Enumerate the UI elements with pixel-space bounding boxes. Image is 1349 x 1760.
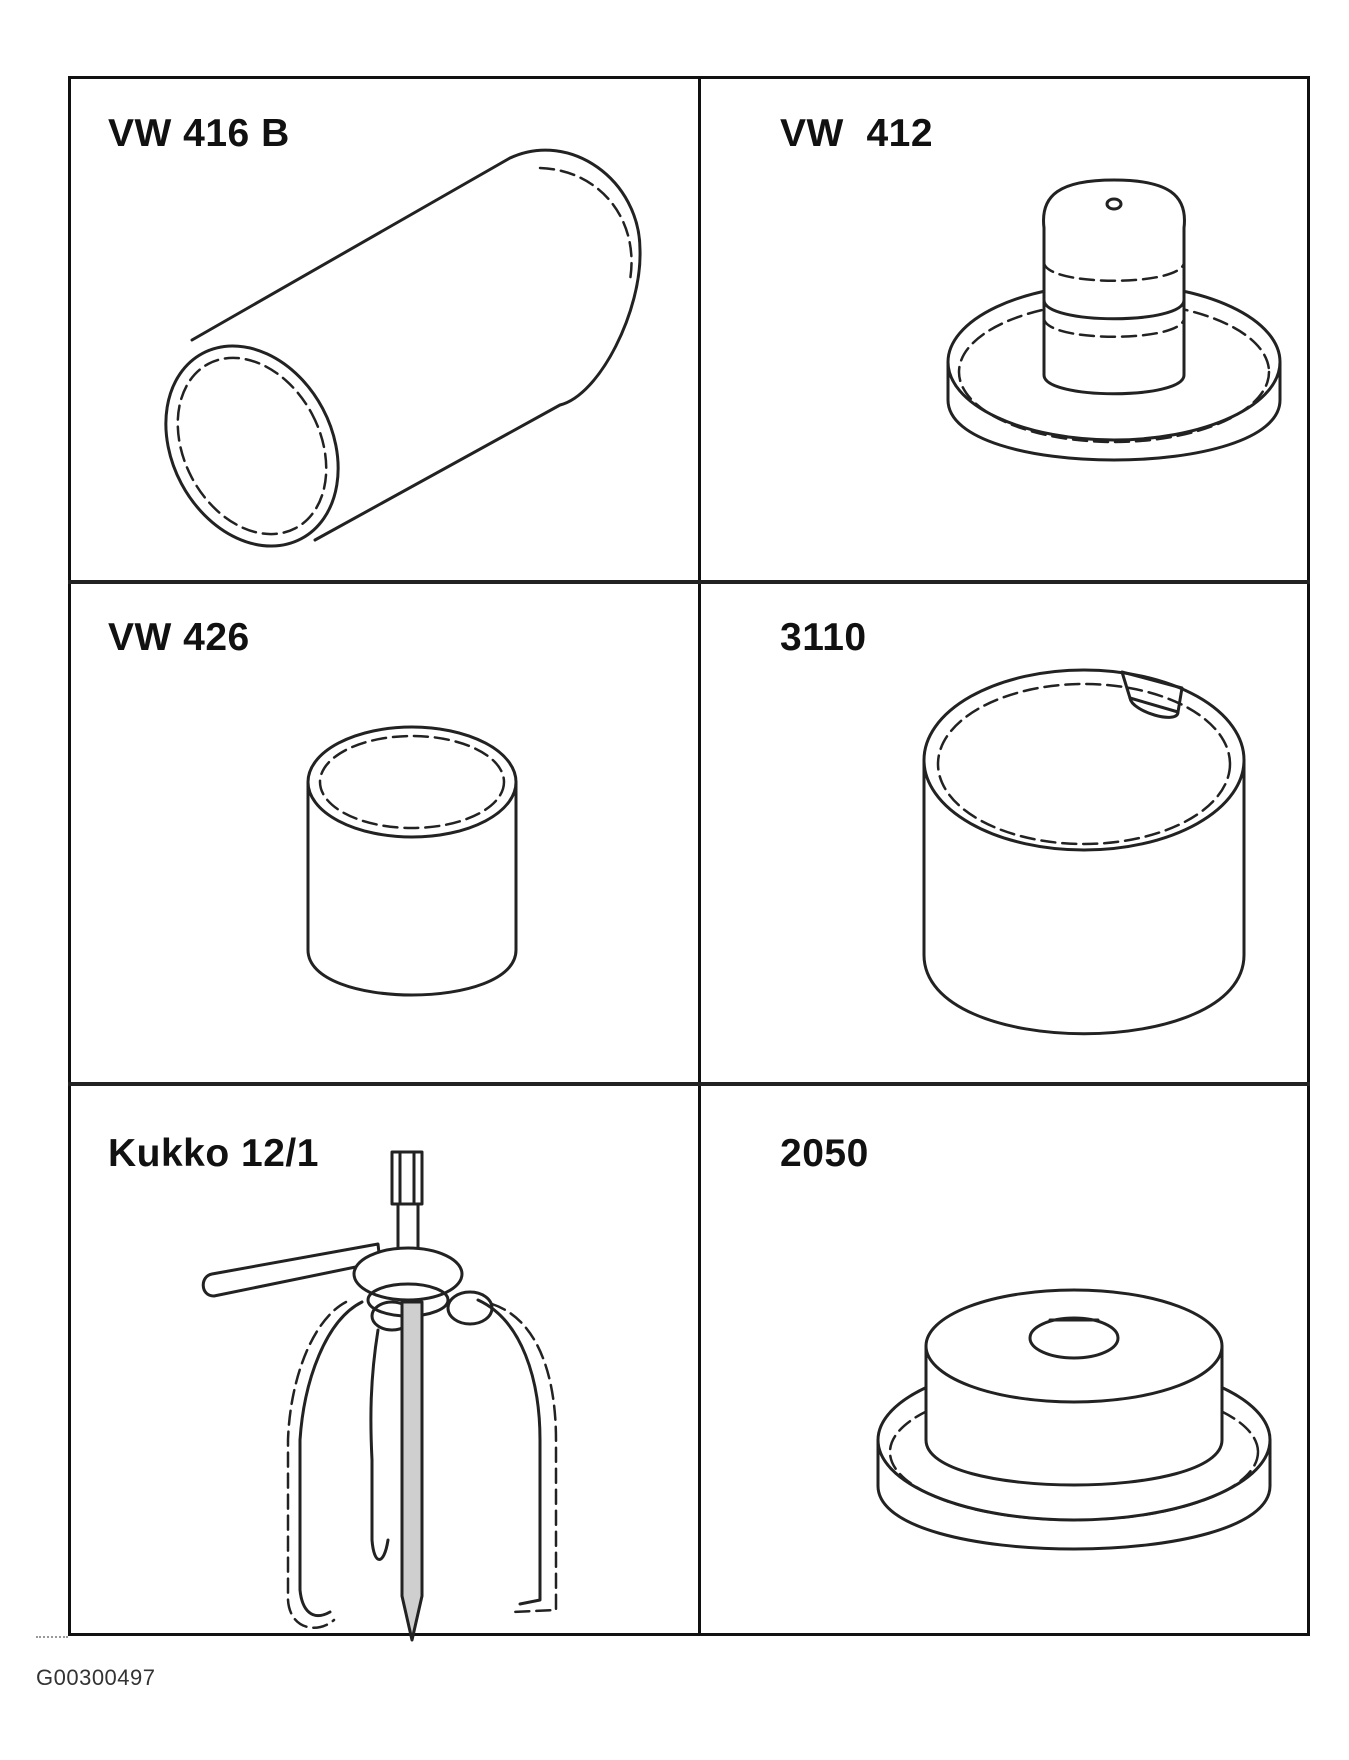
tool-drawing-2050	[876, 1288, 1272, 1551]
tool-label-vw-416-b: VW 416 B	[108, 112, 290, 155]
grid-divider-horizontal-1	[68, 580, 1310, 584]
tool-drawing-kukko-12-1	[201, 1150, 558, 1642]
tool-drawing-3110	[922, 668, 1246, 1036]
tool-drawing-vw-412	[946, 178, 1282, 462]
margin-dots	[36, 1636, 68, 1638]
tool-drawing-vw-426	[306, 725, 518, 997]
grid-divider-horizontal-2	[68, 1082, 1310, 1086]
figure-id: G00300497	[36, 1665, 156, 1690]
tool-drawing-vw-416-b	[164, 148, 642, 548]
tool-label-kukko-12-1: Kukko 12/1	[108, 1132, 319, 1175]
tool-label-vw-426: VW 426	[108, 616, 250, 659]
tool-label-vw-412: VW 412	[780, 112, 934, 155]
tool-label-2050: 2050	[780, 1132, 869, 1175]
tool-label-3110: 3110	[780, 616, 867, 659]
tool-grid-frame	[68, 76, 1310, 1636]
grid-divider-vertical	[698, 76, 701, 1636]
